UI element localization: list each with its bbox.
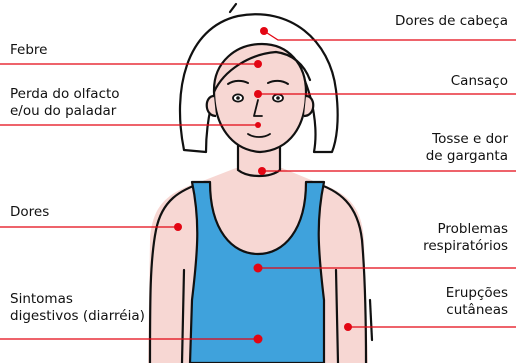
dot-digestive — [254, 335, 263, 344]
label-digestive: Sintomas digestivos (diarréia) — [10, 291, 145, 325]
hair-strand — [230, 4, 236, 12]
label-smell-taste-line1: Perda do olfacto — [10, 86, 120, 103]
label-throat-line1: Tosse e dor — [426, 131, 508, 148]
dot-fatigue — [254, 90, 262, 98]
dot-breathing — [254, 264, 263, 273]
label-fatigue: Cansaço — [451, 73, 508, 90]
dot-throat — [258, 167, 266, 175]
label-fever: Febre — [10, 42, 47, 59]
label-pains: Dores — [10, 204, 49, 221]
right-wrist — [370, 300, 372, 340]
label-digestive-line2: digestivos (diarréia) — [10, 308, 145, 325]
right-pupil — [276, 96, 280, 100]
label-throat-line2: de garganta — [426, 148, 508, 165]
dot-fever — [254, 60, 262, 68]
label-skin-line2: cutâneas — [446, 302, 508, 319]
label-breathing-line1: Problemas — [423, 221, 508, 238]
label-skin: Erupções cutâneas — [446, 285, 508, 319]
label-skin-line1: Erupções — [446, 285, 508, 302]
left-pupil — [236, 96, 240, 100]
dot-skin — [344, 323, 352, 331]
face — [214, 44, 306, 152]
label-throat: Tosse e dor de garganta — [426, 131, 508, 165]
label-smell-taste: Perda do olfacto e/ou do paladar — [10, 86, 120, 120]
dot-smell-taste — [255, 122, 261, 128]
label-breathing: Problemas respiratórios — [423, 221, 508, 255]
dot-headache — [260, 27, 268, 35]
label-breathing-line2: respiratórios — [423, 238, 508, 255]
label-headache: Dores de cabeça — [395, 13, 508, 30]
label-smell-taste-line2: e/ou do paladar — [10, 103, 120, 120]
dot-pains — [174, 223, 182, 231]
label-digestive-line1: Sintomas — [10, 291, 145, 308]
